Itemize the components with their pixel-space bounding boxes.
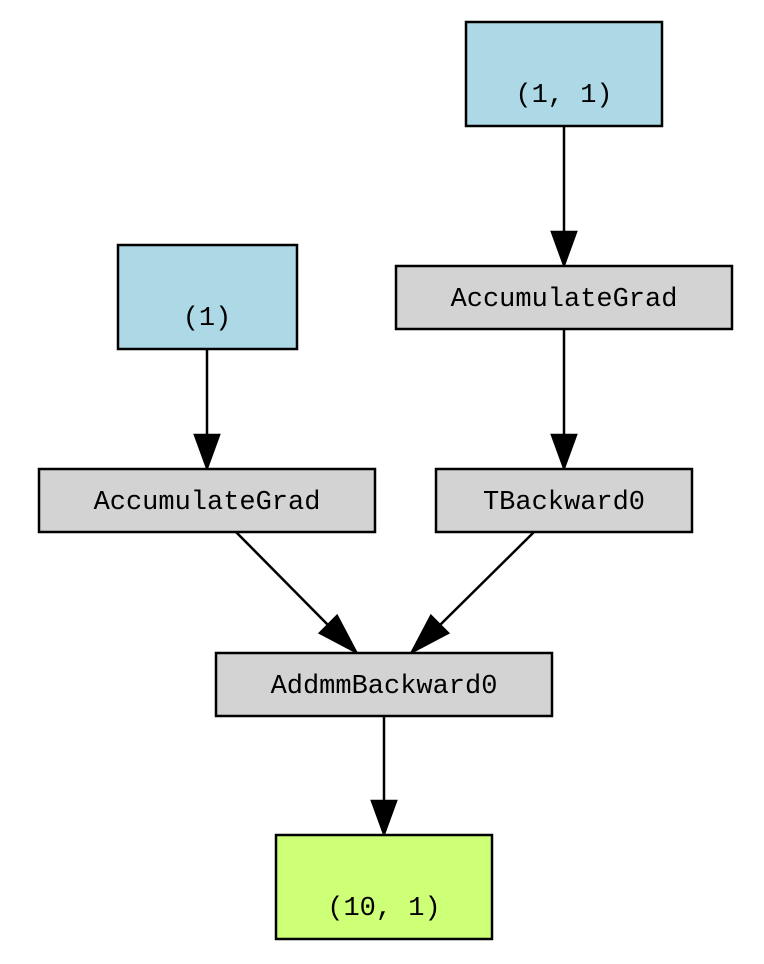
edge-accumulategrad-to-tbackward bbox=[550, 329, 578, 472]
nodes: (1, 1) (1) AccumulateGrad AccumulateGrad… bbox=[37, 20, 734, 941]
node-box bbox=[116, 243, 299, 351]
node-output: (10, 1) bbox=[274, 833, 494, 941]
edge-weight-to-accumulategrad bbox=[550, 126, 578, 269]
node-label: AddmmBackward0 bbox=[271, 672, 498, 702]
edge-tbackward-to-addmm bbox=[409, 531, 535, 655]
edge-accumulategrad-to-addmm bbox=[235, 531, 359, 655]
arrowhead bbox=[409, 613, 451, 655]
edge-bias-to-accumulategrad bbox=[193, 349, 221, 472]
node-box bbox=[37, 467, 377, 534]
node-bias-param: (1) bbox=[116, 243, 299, 351]
node-box bbox=[274, 833, 494, 941]
node-accumulategrad-weight: AccumulateGrad bbox=[394, 264, 734, 331]
node-box bbox=[394, 264, 734, 331]
node-box bbox=[464, 20, 664, 128]
node-weight-param: (1, 1) bbox=[464, 20, 664, 128]
node-label: TBackward0 bbox=[483, 488, 645, 518]
arrowhead bbox=[550, 433, 578, 472]
arrowhead bbox=[193, 433, 221, 472]
node-accumulategrad-bias: AccumulateGrad bbox=[37, 467, 377, 534]
node-label: (10, 1) bbox=[327, 894, 440, 924]
node-label: (1, 1) bbox=[515, 81, 612, 111]
node-box bbox=[214, 651, 554, 718]
edges bbox=[193, 126, 578, 838]
arrowhead bbox=[370, 799, 398, 838]
arrowhead bbox=[317, 613, 359, 655]
node-box bbox=[434, 467, 694, 534]
node-label: (1) bbox=[183, 304, 232, 334]
edge-addmm-to-output bbox=[370, 716, 398, 838]
node-label: AccumulateGrad bbox=[94, 488, 321, 518]
node-addmm-backward: AddmmBackward0 bbox=[214, 651, 554, 718]
node-label: AccumulateGrad bbox=[451, 285, 678, 315]
arrowhead bbox=[550, 230, 578, 269]
node-tbackward: TBackward0 bbox=[434, 467, 694, 534]
